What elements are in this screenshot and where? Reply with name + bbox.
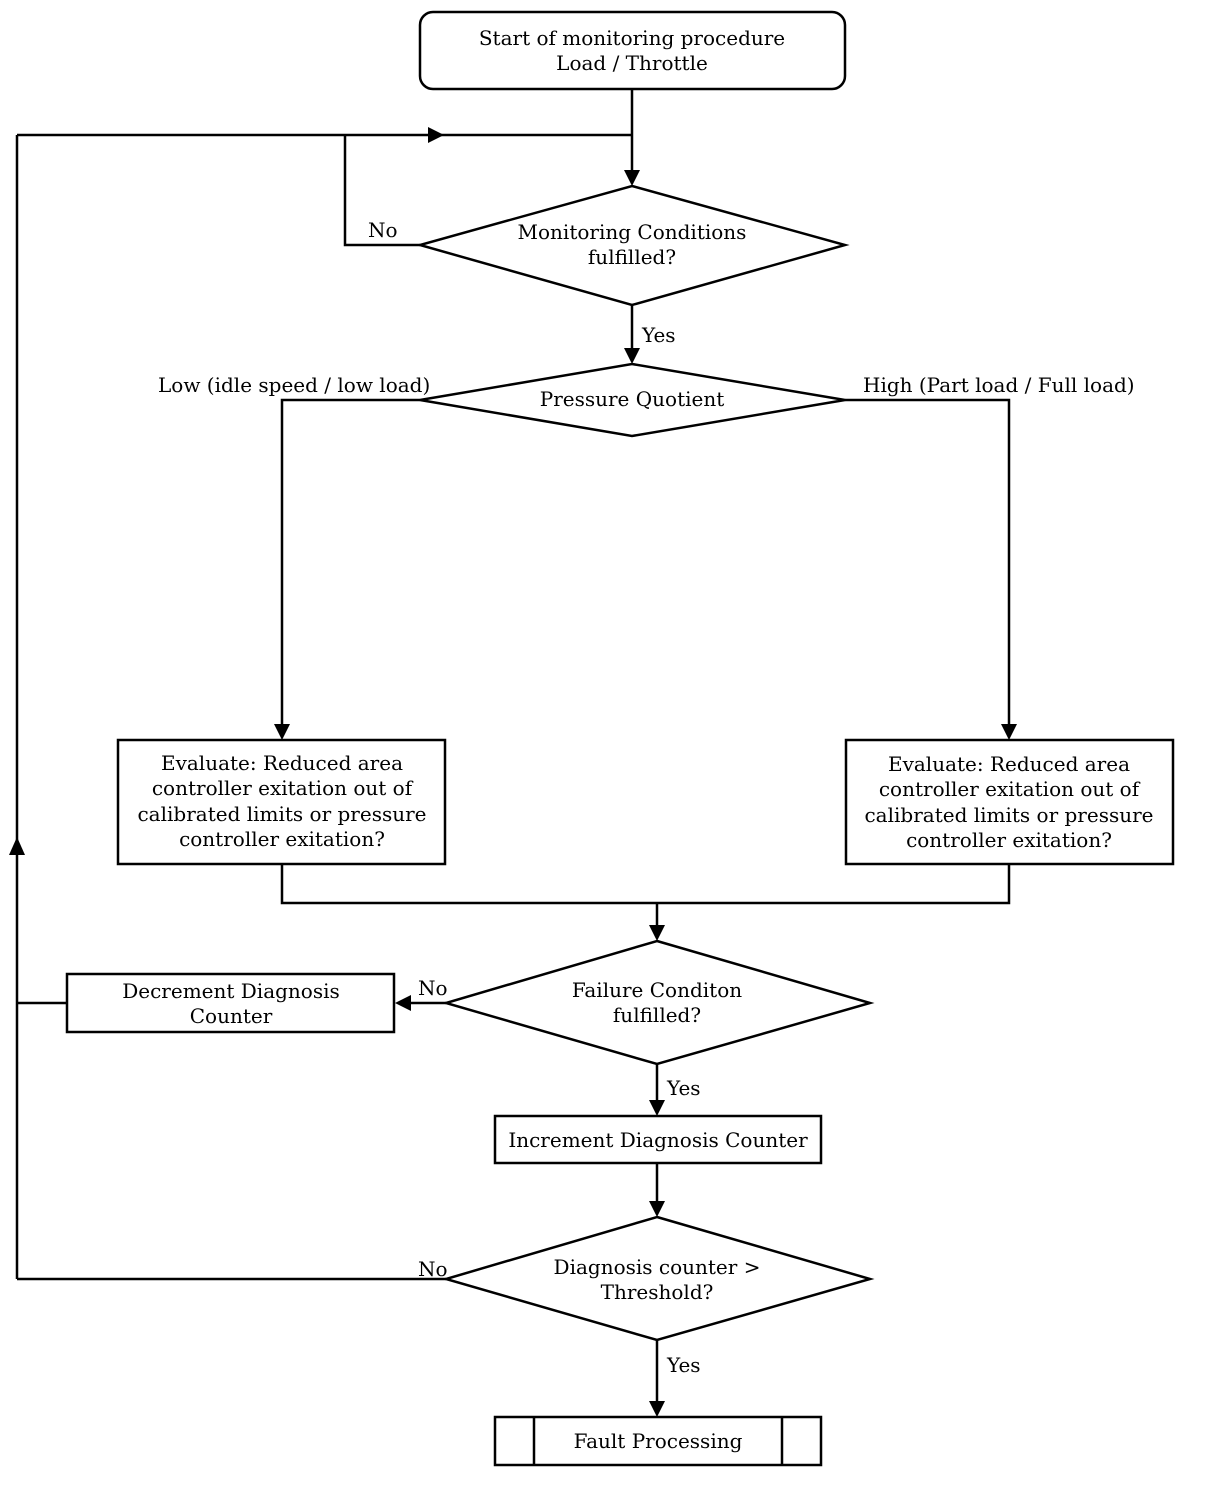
evaluate-low-line4: controller exitation?	[179, 827, 385, 851]
decrement-label-line2: Counter	[190, 1004, 273, 1028]
edge-low-branch	[280, 398, 420, 724]
evaluate-high-box	[844, 738, 1175, 866]
arrowheads	[274, 170, 1017, 1417]
start-label-line1: Start of monitoring procedure	[479, 26, 785, 50]
arrowhead-loop-top	[428, 127, 444, 143]
label-threshold-no: No	[418, 1257, 448, 1281]
threshold-decision-diamond	[441, 1215, 875, 1342]
pressure-decision-diamond	[419, 362, 846, 438]
label-low-branch: Low (idle speed / low load)	[158, 373, 430, 397]
evaluate-low-box	[116, 738, 447, 866]
evaluate-low-node: Evaluate: Reduced area controller exitat…	[116, 738, 447, 866]
decrement-box	[65, 972, 396, 1034]
label-monitoring-yes: Yes	[641, 323, 676, 347]
monitoring-label-line2: fulfilled?	[588, 245, 676, 269]
arrowhead-loop-left	[9, 837, 25, 855]
decrement-label-line1: Decrement Diagnosis	[122, 979, 340, 1003]
arrowhead-into-fault	[649, 1401, 665, 1417]
arrowhead-into-monitoring	[624, 170, 640, 186]
edge-high-branch	[845, 398, 1011, 724]
arrowhead-into-failure	[649, 925, 665, 941]
threshold-label-line1: Diagnosis counter >	[554, 1255, 761, 1279]
label-threshold-yes: Yes	[666, 1353, 701, 1377]
evaluate-low-line2: controller exitation out of	[152, 776, 414, 800]
failure-node: Failure Conditon fulfilled?	[441, 939, 875, 1066]
evaluate-low-line3: calibrated limits or pressure	[137, 802, 426, 826]
label-high-branch: High (Part load / Full load)	[863, 373, 1135, 397]
label-failure-yes: Yes	[666, 1076, 701, 1100]
evaluate-high-node: Evaluate: Reduced area controller exitat…	[844, 738, 1175, 866]
threshold-node: Diagnosis counter > Threshold?	[441, 1215, 875, 1342]
start-label-line2: Load / Throttle	[556, 51, 708, 75]
evaluate-low-line1: Evaluate: Reduced area	[161, 751, 403, 775]
arrowhead-into-evaluate-high	[1001, 724, 1017, 740]
edge-monitoring-no	[343, 135, 420, 247]
increment-box	[493, 1114, 823, 1165]
edge-evaluate-low-merge	[280, 864, 1011, 905]
connectors	[9, 89, 1011, 1402]
arrowhead-into-threshold	[649, 1201, 665, 1217]
failure-label-line2: fulfilled?	[613, 1003, 701, 1027]
increment-node: Increment Diagnosis Counter	[493, 1114, 823, 1165]
arrowhead-into-evaluate-low	[274, 724, 290, 740]
fault-label: Fault Processing	[574, 1429, 743, 1453]
decrement-node: Decrement Diagnosis Counter	[65, 972, 396, 1034]
failure-decision-diamond	[441, 939, 875, 1066]
increment-label: Increment Diagnosis Counter	[508, 1128, 808, 1152]
evaluate-high-line3: calibrated limits or pressure	[864, 803, 1153, 827]
evaluate-high-line4: controller exitation?	[906, 828, 1112, 852]
label-monitoring-no: No	[368, 218, 398, 242]
start-node: Start of monitoring procedure Load / Thr…	[418, 10, 847, 91]
arrowhead-into-pressure	[624, 348, 640, 364]
monitoring-decision-diamond	[415, 184, 850, 307]
arrowhead-into-increment	[649, 1100, 665, 1116]
monitoring-node: Monitoring Conditions fulfilled?	[415, 184, 850, 307]
fault-node: Fault Processing	[493, 1415, 823, 1467]
pressure-label: Pressure Quotient	[540, 387, 725, 411]
monitoring-label-line1: Monitoring Conditions	[518, 220, 747, 244]
failure-label-line1: Failure Conditon	[572, 978, 742, 1002]
start-terminator	[418, 10, 847, 91]
fault-process-box	[493, 1415, 823, 1467]
pressure-node: Pressure Quotient	[419, 362, 846, 438]
evaluate-high-line1: Evaluate: Reduced area	[888, 752, 1130, 776]
edge-labels: No Yes Low (idle speed / low load) High …	[158, 218, 1135, 1377]
evaluate-high-line2: controller exitation out of	[879, 777, 1141, 801]
label-failure-no: No	[418, 976, 448, 1000]
arrowhead-into-decrement	[395, 995, 411, 1011]
threshold-label-line2: Threshold?	[601, 1280, 714, 1304]
